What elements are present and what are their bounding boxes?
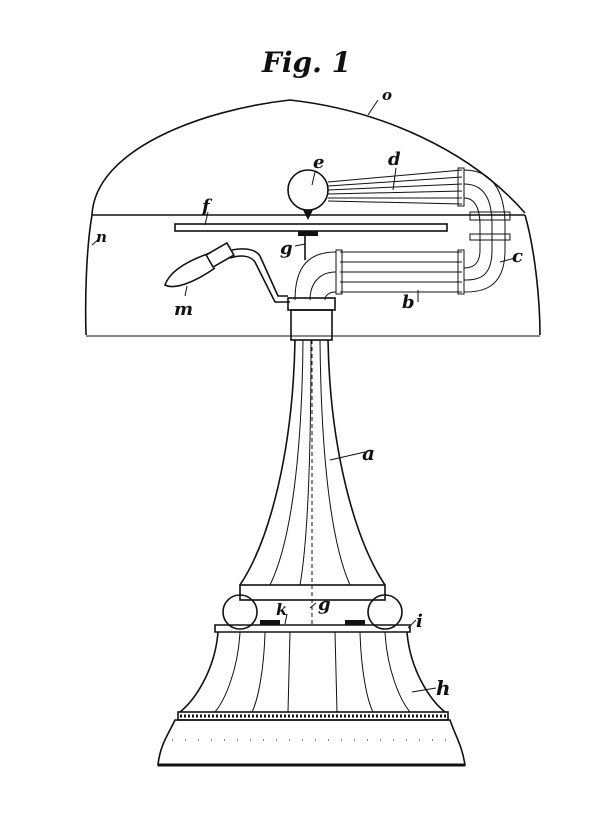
part-labels: o e d f n g c m b a g k i h xyxy=(96,86,523,700)
bulb xyxy=(164,241,290,303)
label-o: o xyxy=(382,86,392,104)
label-m: m xyxy=(174,299,193,320)
column xyxy=(222,297,403,630)
label-n: n xyxy=(96,228,107,246)
label-b: b xyxy=(402,292,415,313)
label-f: f xyxy=(200,196,213,217)
lamp-shade xyxy=(84,99,541,337)
figure-title: Fig. 1 xyxy=(261,46,351,79)
label-e: e xyxy=(313,152,324,173)
label-c: c xyxy=(512,246,523,267)
lower-tubes xyxy=(294,249,465,301)
label-g-upper: g xyxy=(280,238,293,259)
leader-lines xyxy=(91,99,516,693)
ball xyxy=(287,169,329,211)
label-g-lower: g xyxy=(318,594,331,615)
label-a: a xyxy=(362,441,375,465)
upper-tubes xyxy=(327,167,511,293)
label-i: i xyxy=(416,611,423,632)
label-d: d xyxy=(388,149,401,170)
rod xyxy=(174,223,448,232)
label-h: h xyxy=(436,676,451,700)
label-k: k xyxy=(276,600,287,619)
base xyxy=(157,624,466,767)
